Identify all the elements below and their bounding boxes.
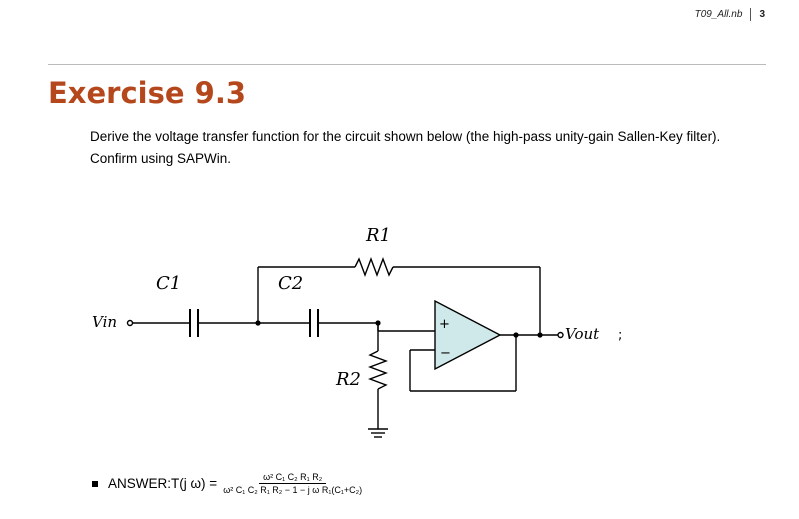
answer-numerator: ω² C₁ C₂ R₁ R₂ bbox=[259, 472, 327, 484]
c1-label: C1 bbox=[156, 273, 181, 294]
junction-b bbox=[375, 320, 381, 326]
answer-bullet bbox=[92, 480, 98, 487]
vin-label: Vin bbox=[92, 313, 117, 331]
page-number: 3 bbox=[759, 9, 765, 20]
answer-label: ANSWER: bbox=[108, 476, 172, 491]
r2-label: R2 bbox=[335, 369, 361, 390]
page-header: T09_All.nb 3 bbox=[695, 8, 765, 21]
header-separator bbox=[750, 8, 752, 21]
r1-resistor bbox=[354, 257, 394, 277]
op-amp bbox=[434, 299, 502, 371]
exercise-line-1: Derive the voltage transfer function for… bbox=[90, 129, 721, 144]
answer-function: T(j ω) = bbox=[171, 476, 218, 491]
exercise-line-2: Confirm using SAPWin. bbox=[90, 151, 232, 166]
junction-a bbox=[255, 320, 261, 326]
junction-c bbox=[513, 332, 519, 338]
header-rule bbox=[48, 64, 766, 65]
answer-denominator: ω² C₁ C₂ R₁ R₂ − 1 − j ω R₁(C₁+C₂) bbox=[223, 485, 363, 495]
answer-row: ANSWER: T(j ω) = ω² C₁ C₂ R₁ R₂ ω² C₁ C₂… bbox=[92, 472, 362, 495]
minus-sign: − bbox=[440, 346, 451, 361]
exercise-text: Derive the voltage transfer function for… bbox=[90, 126, 770, 170]
answer-fraction: ω² C₁ C₂ R₁ R₂ ω² C₁ C₂ R₁ R₂ − 1 − j ω … bbox=[223, 472, 362, 495]
section-title: Exercise 9.3 bbox=[48, 76, 247, 110]
r2-resistor bbox=[368, 350, 388, 390]
circuit-diagram: R1 C1 C2 R2 Vin Vout + − ; bbox=[92, 225, 622, 438]
r1-label: R1 bbox=[365, 225, 391, 246]
vin-terminal bbox=[126, 319, 134, 327]
semicolon: ; bbox=[618, 328, 622, 343]
plus-sign: + bbox=[439, 317, 450, 332]
vout-label: Vout bbox=[565, 325, 600, 343]
vout-terminal bbox=[557, 331, 564, 339]
notebook-filename: T09_All.nb bbox=[694, 9, 743, 20]
c2-label: C2 bbox=[278, 273, 303, 294]
junction-d bbox=[537, 332, 543, 338]
